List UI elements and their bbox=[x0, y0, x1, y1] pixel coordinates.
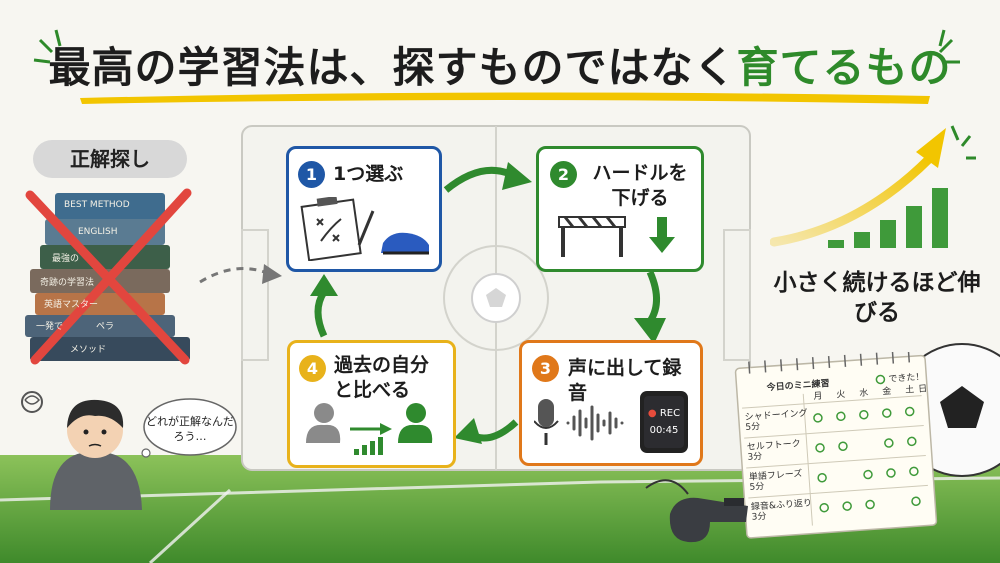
day-label: 月 bbox=[813, 391, 823, 403]
hurdle-down-icon bbox=[558, 216, 675, 257]
whistle-icon bbox=[645, 479, 748, 543]
row-time: 5分 bbox=[749, 481, 764, 493]
row-time: 3分 bbox=[751, 511, 766, 523]
step-2-card: 2 ハードルを下げる bbox=[536, 146, 704, 272]
dashed-arrow bbox=[199, 264, 282, 284]
confused-person bbox=[21, 391, 142, 510]
correct-answer-search-label: 正解探し bbox=[33, 140, 187, 178]
clipboard-shoe-icon bbox=[300, 197, 429, 261]
book-title: BEST METHOD bbox=[64, 200, 130, 210]
step-number: 4 bbox=[299, 355, 326, 382]
book-title: 奇跡の学習法 bbox=[40, 278, 95, 288]
step-4-card: 4 過去の自分と比べる bbox=[287, 340, 456, 468]
book-title: ENGLISH bbox=[78, 227, 118, 237]
row-time: 3分 bbox=[747, 451, 762, 463]
title-highlight: 育てるもの bbox=[736, 43, 952, 92]
microphone-wave-icon bbox=[534, 399, 624, 445]
thought-text: どれが正解なんだろう… bbox=[146, 415, 234, 443]
phone-screen: ● REC 00:45 bbox=[644, 396, 684, 448]
growth-message: 小さく続けるほど伸びる bbox=[773, 270, 981, 326]
day-label: 日 bbox=[918, 383, 928, 395]
row-label: 単語フレーズ bbox=[748, 467, 802, 483]
growth-bars-arrow bbox=[770, 125, 976, 248]
book-title: 一発で bbox=[36, 322, 64, 332]
step-number: 3 bbox=[532, 355, 559, 382]
step-number: 2 bbox=[550, 161, 577, 188]
book-title: 英語マスター bbox=[44, 300, 99, 310]
day-label: 火 bbox=[836, 389, 846, 401]
thought-bubble bbox=[141, 398, 237, 458]
step-1-card: 1 1つ選ぶ bbox=[286, 146, 442, 272]
day-label: 水 bbox=[859, 386, 869, 399]
row-time: 5分 bbox=[745, 421, 760, 433]
flow-arrow bbox=[454, 418, 519, 444]
day-label: 土 bbox=[905, 383, 915, 396]
step-number: 1 bbox=[298, 161, 325, 188]
phone-recorder: ● REC 00:45 bbox=[640, 391, 688, 453]
row-label: セルフトーク bbox=[746, 438, 801, 453]
book-title: ペラ bbox=[96, 322, 115, 332]
rec-time: 00:45 bbox=[649, 425, 679, 436]
soccer-ball-icon bbox=[471, 273, 521, 323]
day-label: 金 bbox=[882, 385, 892, 398]
flow-arrow bbox=[310, 274, 338, 338]
step-3-card: 3 声に出して録音 ● REC 00:45 bbox=[519, 340, 703, 466]
title-decoration bbox=[33, 29, 960, 104]
book-title: 最強の bbox=[52, 254, 80, 264]
book-title: メソッド bbox=[70, 345, 107, 355]
step-title: 過去の自分と比べる bbox=[334, 354, 430, 401]
practice-card: 今日のミニ練習 できた！ 月 火 水 金 土 日 シャドーイング 5分 セルフト… bbox=[734, 352, 938, 539]
flow-arrow bbox=[634, 270, 666, 344]
step-title: 1つ選ぶ bbox=[333, 163, 404, 185]
book-stack bbox=[25, 188, 192, 365]
step-title: ハードルを下げる bbox=[592, 162, 688, 209]
page-title: 最高の学習法は、探すものではなく育てるもの bbox=[48, 43, 952, 92]
flow-arrow bbox=[443, 162, 532, 193]
card-legend: できた！ bbox=[888, 371, 925, 384]
step-title: 声に出して録音 bbox=[568, 357, 682, 404]
self-comparison-icon bbox=[306, 403, 433, 455]
rec-label: REC bbox=[659, 408, 681, 419]
